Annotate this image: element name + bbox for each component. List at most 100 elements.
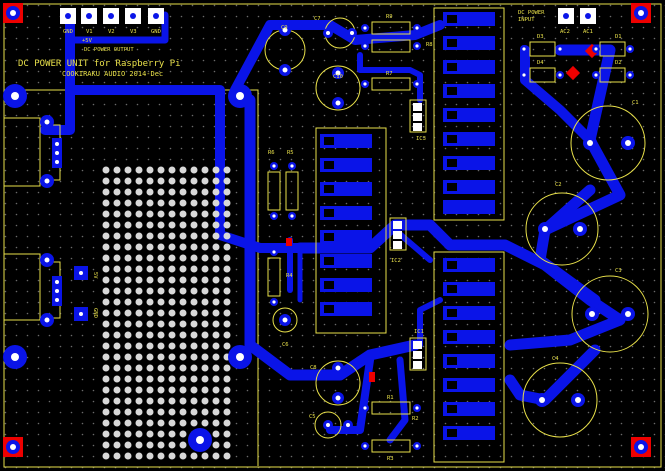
gpio-pad	[157, 199, 165, 207]
gpio-pad	[157, 221, 165, 229]
gpio-pad	[201, 166, 209, 174]
gpio-pad	[135, 177, 143, 185]
gpio-pad	[212, 309, 220, 317]
gpio-pad	[168, 221, 176, 229]
gpio-pad	[146, 210, 154, 218]
gpio-pad	[113, 364, 121, 372]
gpio-pad	[113, 375, 121, 383]
gpio-pad	[157, 375, 165, 383]
gpio-pad	[223, 408, 231, 416]
gpio-pad	[212, 430, 220, 438]
gpio-pad	[102, 265, 110, 273]
board-outline	[3, 3, 662, 468]
gpio-pad	[190, 408, 198, 416]
gpio-pad	[102, 419, 110, 427]
gpio-pad	[146, 221, 154, 229]
gpio-pad	[179, 177, 187, 185]
gpio-pad	[212, 419, 220, 427]
gpio-pad	[223, 177, 231, 185]
output-label: DC POWER OUTPUT	[84, 47, 134, 53]
gpio-pad	[146, 177, 154, 185]
label-d4: D4	[537, 60, 544, 66]
gpio-pad	[179, 452, 187, 460]
gpio-pad	[124, 232, 132, 240]
gpio-pad	[135, 298, 143, 306]
gpio-pad	[124, 441, 132, 449]
gpio-pad	[146, 331, 154, 339]
gpio-pad	[212, 188, 220, 196]
gpio-pad	[190, 177, 198, 185]
label-c1: C1	[632, 100, 639, 106]
gpio-pad	[223, 364, 231, 372]
label-c5: C5	[309, 414, 316, 420]
gpio-pad	[179, 232, 187, 240]
gpio-pad	[212, 397, 220, 405]
gpio-pad	[135, 276, 143, 284]
gpio-pad	[157, 254, 165, 262]
gpio-pad	[201, 298, 209, 306]
gpio-pad	[190, 309, 198, 317]
gpio-pad	[201, 309, 209, 317]
gpio-pad	[102, 342, 110, 350]
gpio-pad	[124, 397, 132, 405]
gpio-pad	[135, 353, 143, 361]
gpio-pad	[223, 342, 231, 350]
gpio-pad	[179, 254, 187, 262]
gpio-pad	[135, 441, 143, 449]
gpio-pad	[223, 188, 231, 196]
gpio-pad	[212, 254, 220, 262]
gpio-pad	[223, 265, 231, 273]
gpio-pad	[223, 309, 231, 317]
output-header	[60, 8, 164, 24]
gpio-pad	[113, 430, 121, 438]
gpio-pad	[190, 276, 198, 284]
gpio-pad	[157, 441, 165, 449]
gpio-pad	[179, 309, 187, 317]
label-c4: C4	[552, 356, 559, 362]
gpio-pad	[113, 221, 121, 229]
gpio-pad	[124, 287, 132, 295]
gpio-pad	[168, 452, 176, 460]
gpio-pad	[179, 221, 187, 229]
gpio-pad	[168, 364, 176, 372]
gpio-pad	[190, 221, 198, 229]
gpio-pad	[135, 331, 143, 339]
gpio-pad	[201, 276, 209, 284]
gpio-pad	[168, 353, 176, 361]
gpio-pad	[201, 408, 209, 416]
gpio-pad	[212, 243, 220, 251]
gpio-pad	[146, 353, 154, 361]
gpio-pad	[212, 232, 220, 240]
ic-footprints	[389, 99, 427, 371]
label-c7: C7	[314, 16, 321, 22]
gpio-pad	[179, 210, 187, 218]
gpio-pad	[179, 364, 187, 372]
gpio-pad	[223, 397, 231, 405]
gpio-pad	[157, 397, 165, 405]
label-c9: C9	[281, 25, 288, 31]
gpio-pad	[146, 397, 154, 405]
gpio-pad	[146, 364, 154, 372]
gpio-pad	[223, 298, 231, 306]
gpio-pad	[157, 331, 165, 339]
gpio-pad	[146, 342, 154, 350]
copper-traces	[40, 10, 626, 444]
output-voltage: +5V	[82, 38, 93, 44]
label-r2: R2	[412, 416, 419, 422]
gpio-pad	[212, 375, 220, 383]
gpio-pad	[135, 188, 143, 196]
gpio-pad	[168, 309, 176, 317]
gpio-pad	[168, 276, 176, 284]
gpio-pad	[179, 188, 187, 196]
gpio-pad	[179, 298, 187, 306]
gpio-pad	[168, 375, 176, 383]
board-title: DC POWER UNIT for Raspberry Pi	[18, 59, 181, 69]
label-d1: D1	[615, 34, 622, 40]
gpio-pad	[102, 430, 110, 438]
label-r4: R4	[286, 273, 293, 279]
gpio-pad	[168, 419, 176, 427]
gpio-pad	[157, 232, 165, 240]
gpio-pad	[157, 265, 165, 273]
gpio-pad	[223, 320, 231, 328]
gpio-pad	[223, 221, 231, 229]
